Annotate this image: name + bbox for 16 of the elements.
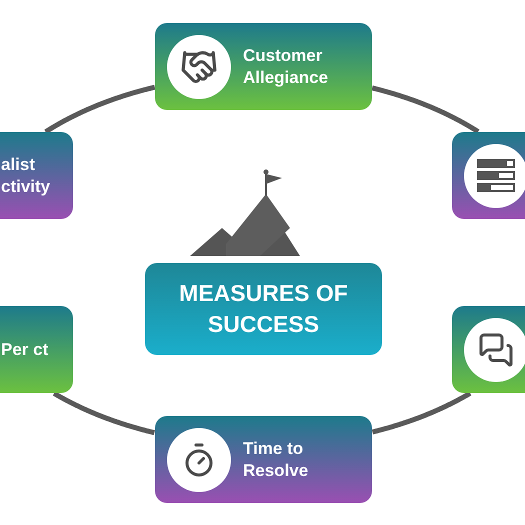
ring-connector [52,391,156,436]
center-label: MEASURES OF SUCCESS [178,279,349,339]
metric-box [0,306,73,393]
metric-box [452,306,525,393]
ring-connector [44,84,156,134]
metric-box [155,416,372,503]
metric-box [0,132,73,219]
ring-connector [370,391,472,434]
metric-box [452,132,525,219]
metric-box [155,23,372,110]
metric-label: Time to Resolve [243,438,310,482]
metric-label: Per ct [1,338,48,360]
title-box [145,263,382,355]
ring-connector [370,85,480,134]
metric-label: Customer Allegiance [243,44,330,88]
metric-label: alist ctivity [1,154,52,198]
